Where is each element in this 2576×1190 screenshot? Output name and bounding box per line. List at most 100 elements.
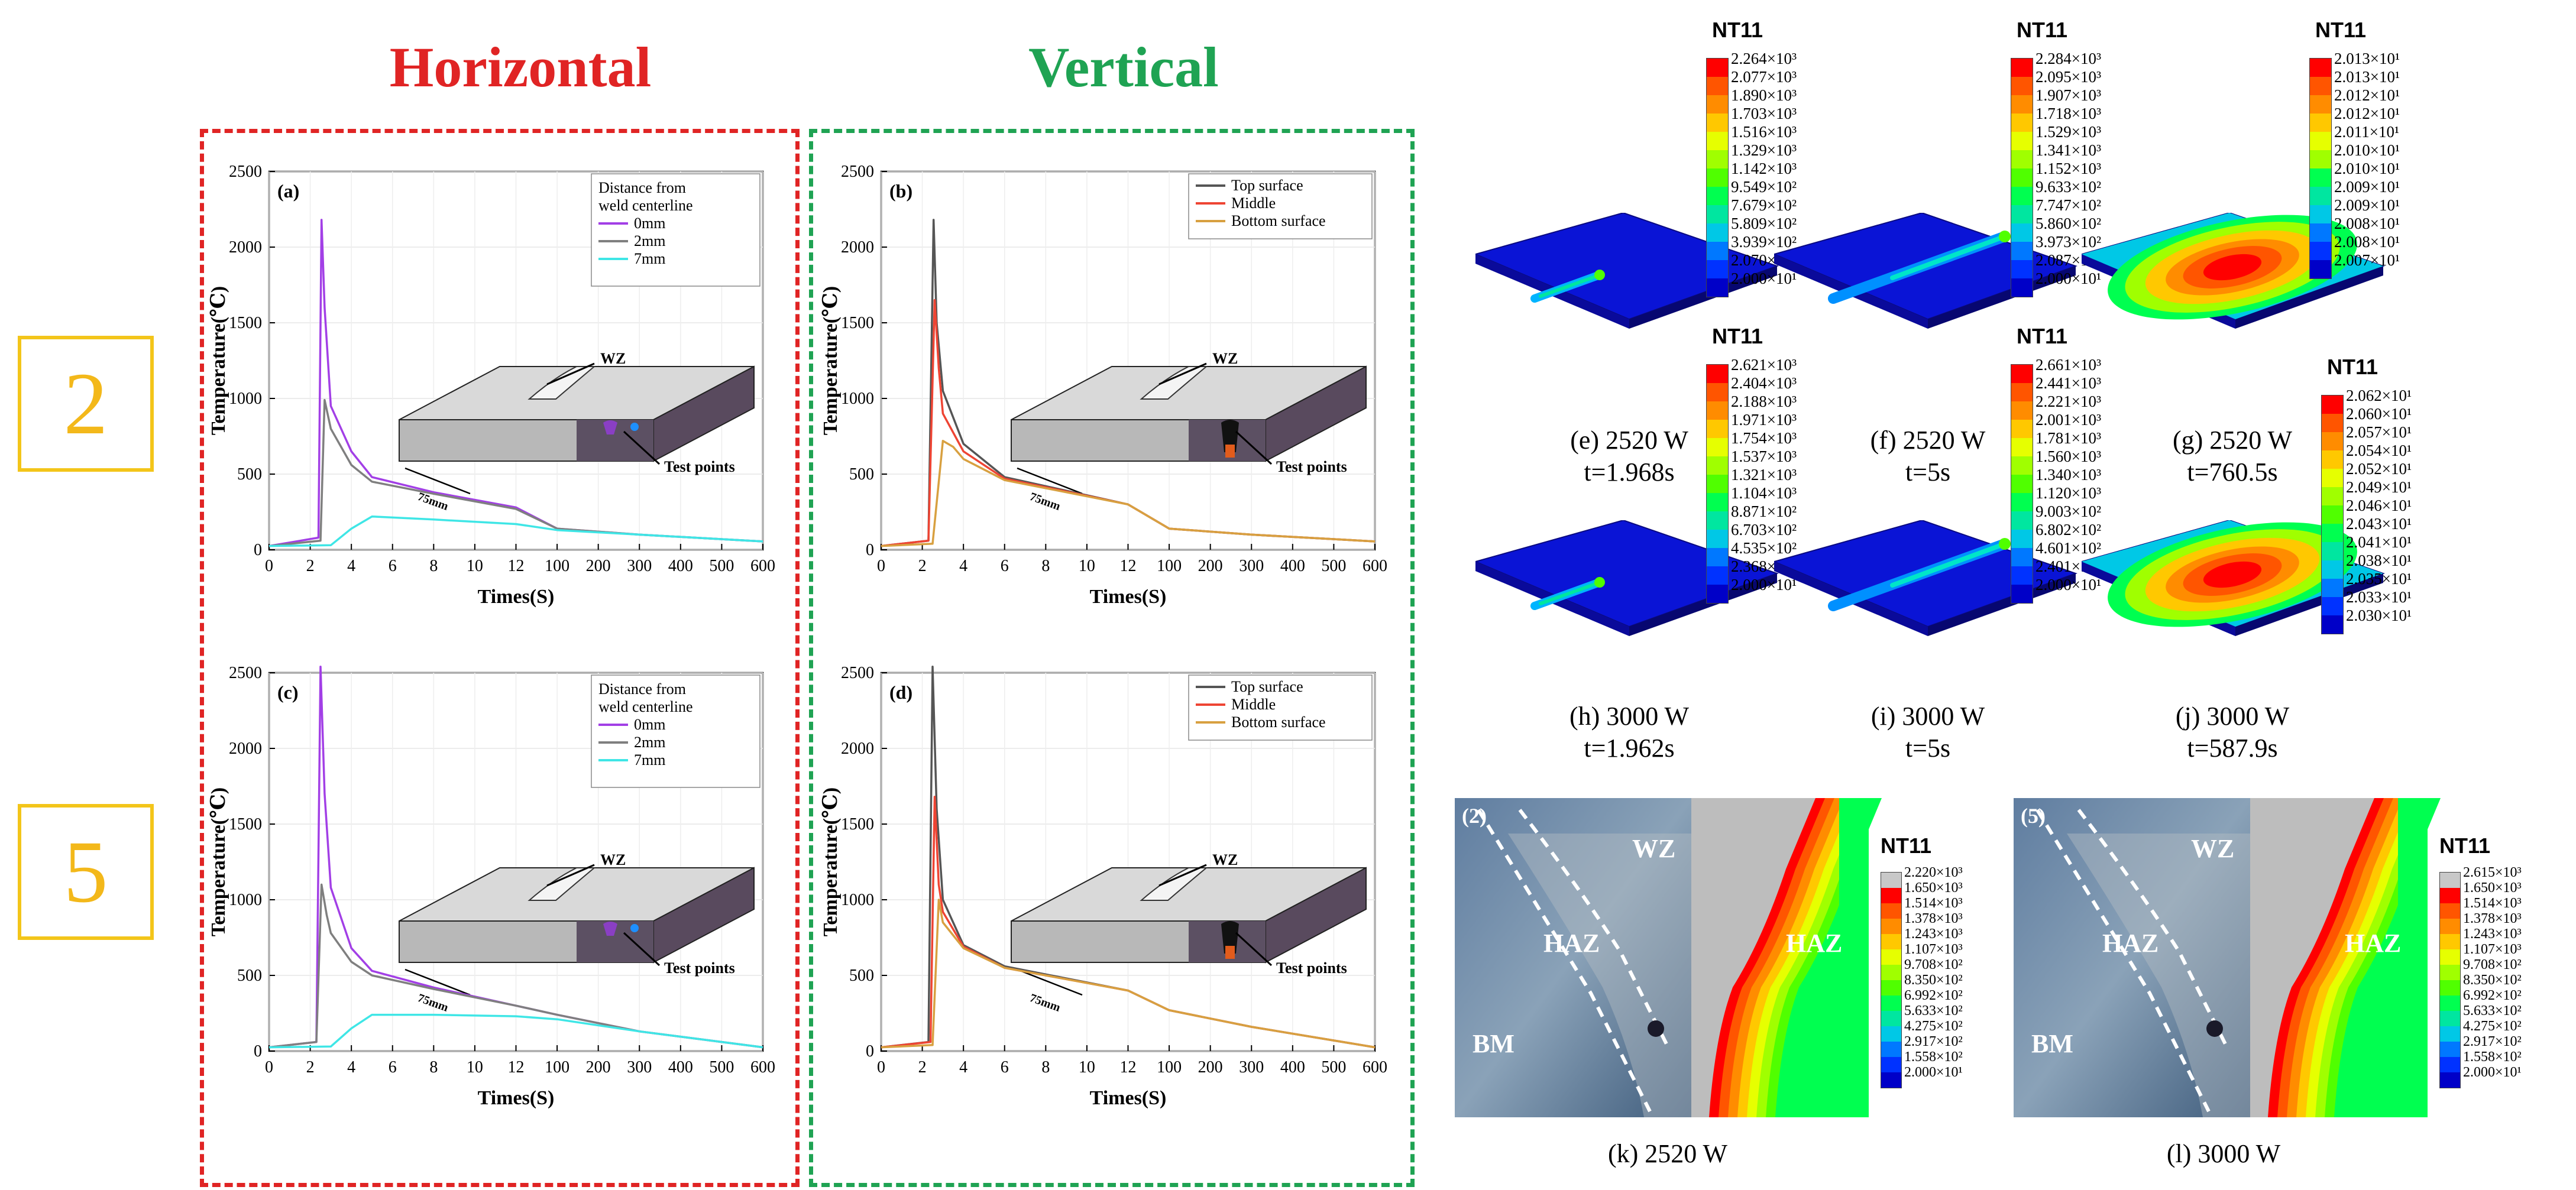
nt11-color-swatch bbox=[2440, 1011, 2460, 1026]
nt11-color-swatch bbox=[2440, 949, 2460, 965]
legend-value: 2.007×10¹ bbox=[2334, 251, 2400, 269]
legend-entry: Bottom surface bbox=[1231, 212, 1326, 229]
test-points-arrow bbox=[623, 932, 661, 967]
x-tick-label: 2 bbox=[306, 1058, 315, 1076]
test-points-label: Test points bbox=[1276, 959, 1347, 977]
nt11-color-swatch bbox=[2440, 934, 2460, 949]
nt11-color-swatch bbox=[2310, 77, 2331, 95]
vertical-heading: Vertical bbox=[1028, 35, 1219, 99]
nt11-color-swatch bbox=[2011, 59, 2033, 77]
nt11-legend-title: NT11 bbox=[2017, 324, 2068, 348]
nt11-color-swatch bbox=[2440, 903, 2460, 919]
legend-value: 2.033×10¹ bbox=[2346, 588, 2412, 606]
legend-value: 1.378×10³ bbox=[2463, 911, 2522, 926]
weld-zone-section bbox=[603, 420, 617, 435]
legend-title-line1: Distance from bbox=[598, 680, 686, 698]
nt11-color-swatch bbox=[2322, 469, 2343, 487]
legend-value: 1.703×10³ bbox=[1731, 105, 1797, 122]
x-tick-label: 0 bbox=[265, 557, 273, 575]
legend-value: 4.601×10² bbox=[2035, 539, 2102, 557]
x-tick-label: 0 bbox=[877, 1058, 885, 1076]
legend-value: 1.120×10³ bbox=[2035, 484, 2102, 502]
y-tick-label: 2000 bbox=[841, 238, 874, 257]
nt11-color-swatch bbox=[1707, 95, 1728, 114]
nt11-legend-title: NT11 bbox=[1712, 18, 1763, 42]
y-axis-label: Temperature(℃) bbox=[208, 286, 229, 435]
wz-arrow bbox=[546, 864, 595, 887]
legend-title-line1: Distance from bbox=[598, 179, 686, 196]
nt11-color-swatch bbox=[2011, 95, 2033, 114]
caption-line: (e) 2520 W bbox=[1570, 426, 1688, 455]
nt11-color-swatch bbox=[1707, 475, 1728, 493]
plate-edge-side bbox=[1928, 573, 2076, 636]
weld-bead bbox=[528, 366, 596, 400]
nt11-color-swatch bbox=[2011, 511, 2033, 530]
nt11-color-swatch bbox=[2011, 278, 2033, 297]
x-tick-label: 500 bbox=[1321, 1058, 1346, 1076]
nt11-color-swatch bbox=[1707, 114, 1728, 132]
nt11-color-swatch bbox=[2310, 114, 2331, 132]
nt11-color-swatch bbox=[2310, 260, 2331, 278]
horizontal-box bbox=[200, 129, 800, 1187]
nt11-color-swatch bbox=[2310, 187, 2331, 205]
legend-entry: 0mm bbox=[634, 716, 665, 733]
legend-value: 2.000×10¹ bbox=[2035, 270, 2102, 287]
nt11-color-swatch bbox=[1881, 949, 1901, 965]
series-line-2 bbox=[881, 439, 1376, 547]
nt11-color-swatch bbox=[1707, 365, 1728, 383]
x-tick-label: 300 bbox=[1239, 557, 1264, 575]
nt11-legend-title: NT11 bbox=[1712, 324, 1763, 348]
nt11-color-swatch bbox=[2310, 150, 2331, 168]
macro-caption-k: (k) 2520 W bbox=[1607, 1139, 1728, 1168]
nt11-color-swatch bbox=[1707, 150, 1728, 168]
length-label: 75mm bbox=[416, 991, 450, 1014]
series-line-2 bbox=[881, 899, 1376, 1049]
heat-source bbox=[1594, 270, 1605, 280]
nt11-color-swatch bbox=[2322, 615, 2343, 634]
legend-value: 2.077×10³ bbox=[1731, 68, 1797, 86]
legend-value: 2.000×10¹ bbox=[1731, 576, 1797, 594]
nt11-color-swatch bbox=[1881, 996, 1901, 1011]
nt11-color-swatch bbox=[2310, 95, 2331, 114]
nt11-color-swatch bbox=[2310, 168, 2331, 187]
x-tick-label: 300 bbox=[1239, 1058, 1264, 1076]
y-axis-label: Temperature(℃) bbox=[820, 787, 842, 936]
y-tick-label: 1000 bbox=[841, 891, 874, 909]
nt11-color-swatch bbox=[2440, 1042, 2460, 1057]
heat-trace-core bbox=[1890, 234, 2007, 280]
y-tick-label: 500 bbox=[849, 465, 874, 484]
nt11-color-swatch bbox=[2322, 395, 2343, 414]
y-tick-label: 1000 bbox=[229, 891, 262, 909]
nt11-color-swatch bbox=[1707, 223, 1728, 242]
legend-value: 1.243×10³ bbox=[1904, 926, 1963, 942]
legend-value: 2.052×10¹ bbox=[2346, 460, 2412, 478]
nt11-color-swatch bbox=[1881, 1026, 1901, 1042]
legend-value: 1.514×10³ bbox=[2463, 896, 2522, 911]
nt11-color-swatch bbox=[2011, 150, 2033, 168]
legend-value: 1.329×10³ bbox=[1731, 141, 1797, 159]
fusion-boundary-1 bbox=[2035, 809, 2211, 1113]
x-tick-label: 12 bbox=[1120, 557, 1137, 575]
caption-line: t=1.968s bbox=[1584, 458, 1675, 487]
sim-haz-label: HAZ bbox=[2345, 929, 2401, 958]
x-tick-label: 500 bbox=[709, 1058, 734, 1076]
legend-value: 2.008×10¹ bbox=[2334, 233, 2400, 251]
nt11-color-swatch bbox=[2011, 205, 2033, 223]
legend-value: 1.558×10² bbox=[1904, 1049, 1963, 1065]
legend-value: 2.404×10³ bbox=[1731, 374, 1797, 392]
x-tick-label: 6 bbox=[1001, 1058, 1009, 1076]
x-tick-label: 4 bbox=[347, 557, 355, 575]
weld-zone-section bbox=[1221, 420, 1239, 452]
nt11-legend-title: NT11 bbox=[2017, 18, 2068, 42]
heat-source bbox=[1594, 577, 1605, 588]
vertical-box bbox=[809, 129, 1415, 1187]
heat-trace-core bbox=[1539, 274, 1600, 298]
